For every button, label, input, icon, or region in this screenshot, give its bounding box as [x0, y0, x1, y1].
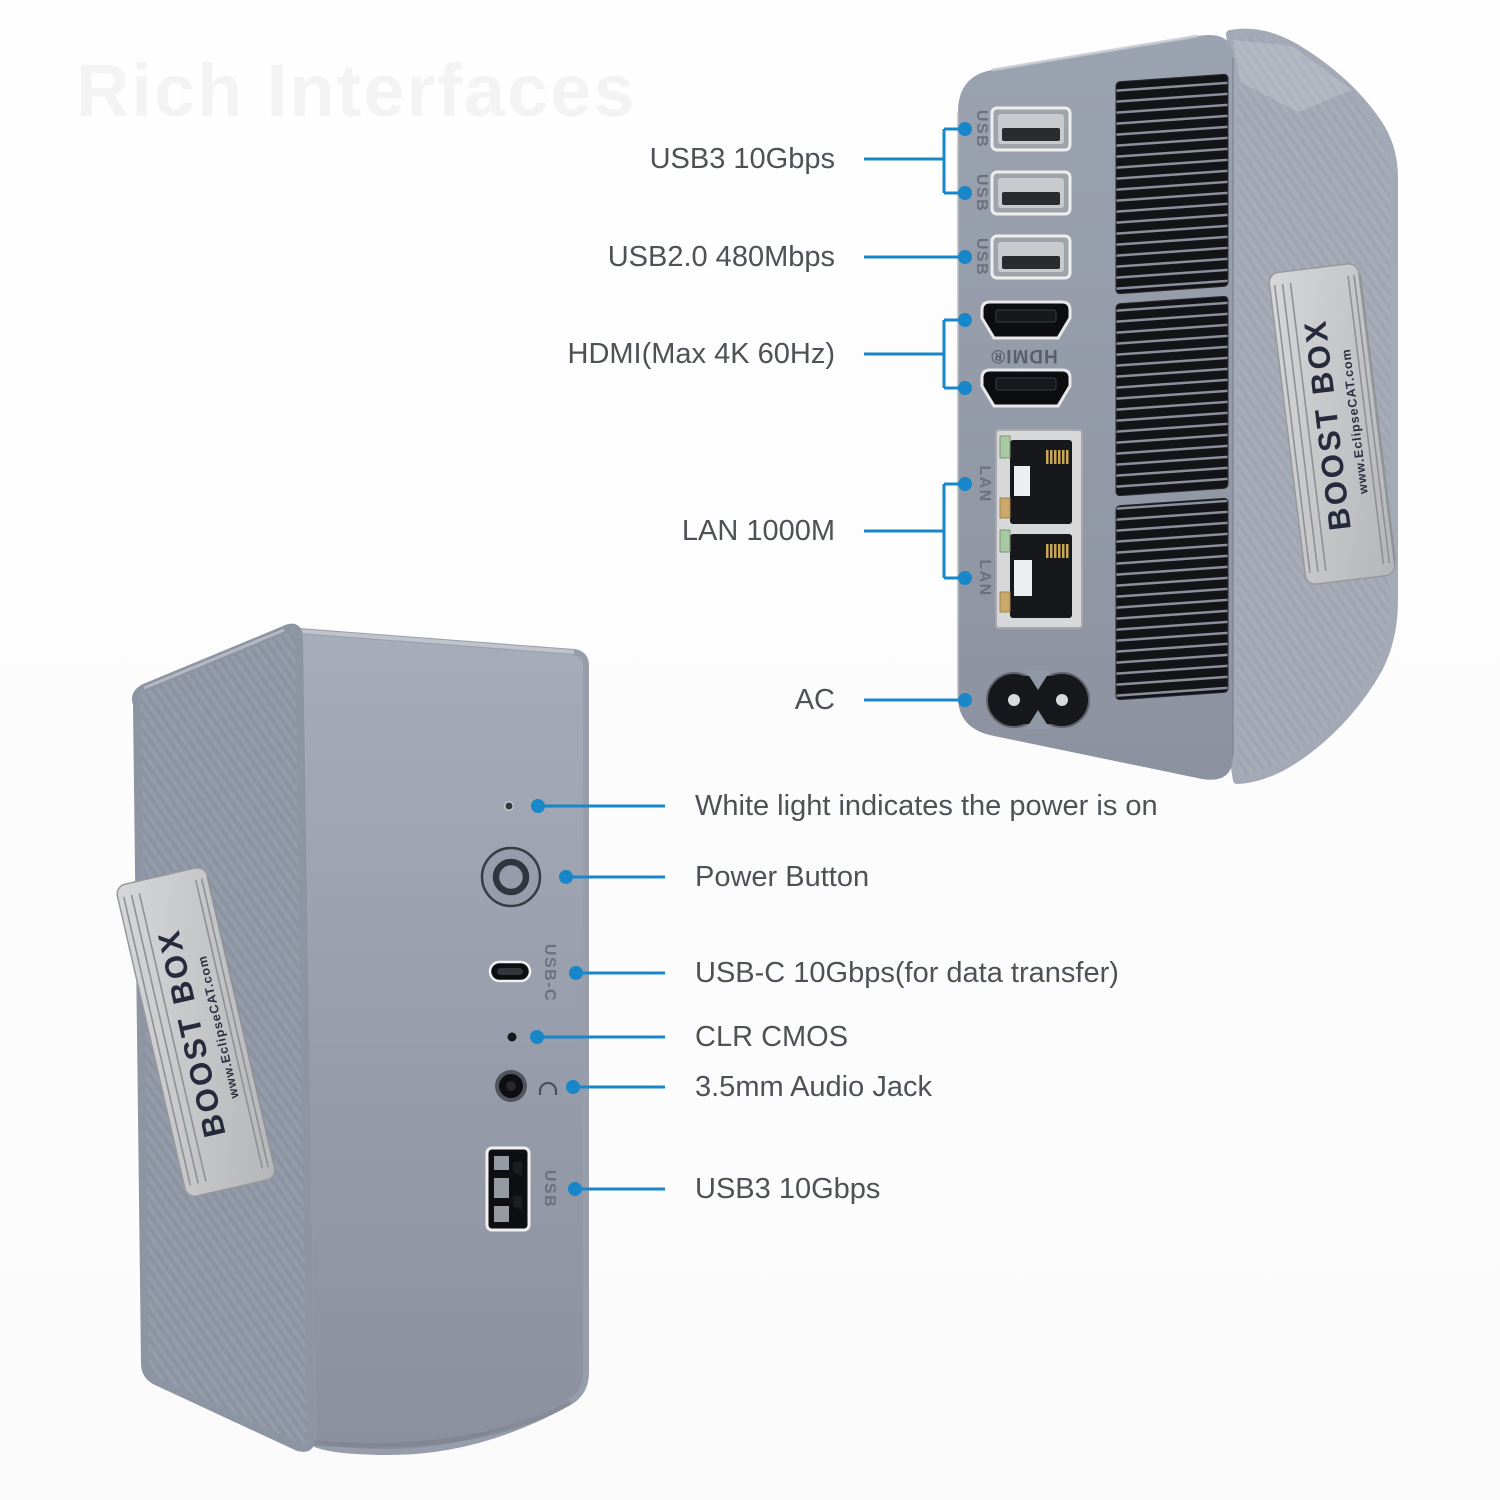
usb1-port-label: USB	[973, 110, 990, 148]
back-callout-lines	[864, 122, 972, 707]
front-device: BOOST BOX www.EclipseCAT.com USB-C	[116, 623, 589, 1455]
vent-grille-bottom	[1115, 497, 1229, 701]
hdmi-port-2	[980, 368, 1072, 408]
usb-c-port	[488, 960, 532, 983]
ac-inlet	[986, 671, 1090, 729]
usb3-port-label: USB	[973, 238, 990, 276]
callout-dot	[958, 250, 972, 264]
power-led	[504, 801, 514, 811]
callout-dot	[530, 1030, 544, 1044]
usb-port-1	[990, 106, 1072, 152]
hdmi-port-label: HDMI®	[990, 345, 1058, 366]
callout-dot	[958, 381, 972, 395]
callout-line-lan	[864, 482, 958, 580]
callout-label-power: Power Button	[695, 861, 870, 893]
usb-a-port	[485, 1146, 531, 1232]
callout-label-usb2: USB2.0 480Mbps	[607, 241, 835, 273]
callout-dot	[958, 477, 972, 491]
usbc-port-label: USB-C	[541, 944, 558, 1002]
callout-dot	[531, 799, 545, 813]
back-device-top-highlight	[1233, 40, 1352, 112]
front-callout-lines	[530, 799, 665, 1196]
callout-line-hdmi	[864, 318, 958, 390]
callout-dot	[559, 870, 573, 884]
power-button	[480, 846, 542, 908]
side-face-top-edge	[143, 628, 285, 690]
callout-dot	[958, 122, 972, 136]
usb2-port-label: USB	[973, 174, 990, 212]
back-panel-top-edge	[991, 34, 1199, 72]
callout-dot	[569, 966, 583, 980]
callout-label-hdmi: HDMI(Max 4K 60Hz)	[567, 338, 836, 370]
callout-label-ac: AC	[794, 684, 835, 716]
front-face	[296, 628, 589, 1455]
hdmi-port-1	[980, 300, 1072, 340]
lan-port-2	[999, 529, 1072, 618]
vent-grille-middle	[1115, 295, 1229, 497]
callout-line-usb3	[864, 127, 958, 195]
callout-dot	[958, 186, 972, 200]
headphone-icon	[538, 1081, 558, 1095]
callout-label-audio: 3.5mm Audio Jack	[695, 1071, 932, 1103]
vent-grille-top	[1115, 73, 1229, 295]
callout-dot	[958, 313, 972, 327]
device-label-plate-front: BOOST BOX www.EclipseCAT.com	[116, 866, 276, 1198]
lan2-port-label: LAN	[976, 559, 993, 596]
lan-port-1	[999, 435, 1072, 524]
callout-label-lan: LAN 1000M	[681, 515, 835, 547]
callout-label-cmos: CLR CMOS	[695, 1021, 849, 1053]
front-usb-port-label: USB	[541, 1170, 558, 1208]
front-face-bottom-edge	[312, 1399, 572, 1448]
callout-dot	[568, 1182, 582, 1196]
front-face-top-edge	[298, 629, 575, 654]
vent-grille-group	[1115, 73, 1229, 701]
lan-port-block	[995, 429, 1083, 629]
callout-dot	[958, 571, 972, 585]
callout-label-usb3-front: USB3 10Gbps	[695, 1173, 881, 1205]
callout-label-usb3-back: USB3 10Gbps	[649, 143, 835, 175]
back-device: USB USB USB HDMI®	[957, 28, 1398, 784]
lan1-port-label: LAN	[976, 465, 993, 502]
usb-port-2	[990, 170, 1072, 216]
callout-label-led: White light indicates the power is on	[695, 790, 1158, 822]
usb-port-3	[990, 234, 1072, 280]
callout-label-usbc: USB-C 10Gbps(for data transfer)	[695, 957, 1119, 989]
callout-dot	[566, 1080, 580, 1094]
watermark-title: Rich Interfaces	[76, 49, 637, 132]
device-label-plate-back: BOOST BOX www.EclipseCAT.com	[1268, 263, 1397, 585]
clr-cmos-pinhole	[507, 1032, 517, 1042]
audio-jack	[495, 1070, 527, 1102]
callout-dot	[958, 693, 972, 707]
